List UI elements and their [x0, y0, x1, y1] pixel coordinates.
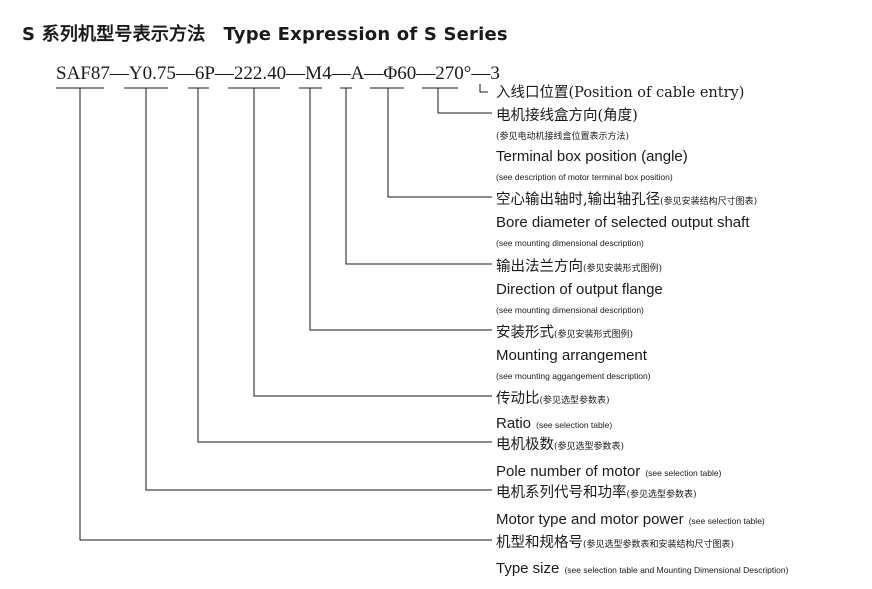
leader-bore — [387, 88, 492, 198]
label-ratio-note: (参见选型参数表) — [539, 396, 610, 406]
leader-flange — [345, 88, 492, 265]
label-motor-en-text: Motor type and motor power — [496, 511, 684, 528]
label-flange-zh-text: 输出法兰方向 — [496, 259, 583, 275]
label-cable-entry-text: 入线口位置(Position of cable entry) — [496, 85, 745, 101]
label-size-note: (参见选型参数表和安装结构尺寸图表) — [583, 540, 735, 550]
label-bore-en-note: (see mounting dimensional description) — [496, 238, 644, 248]
label-ratio-en: Ratio (see selection table) — [496, 413, 612, 432]
leader-mounting — [309, 88, 492, 331]
code-part-bore: Φ60 — [383, 63, 417, 84]
label-pole-en-note: (see selection table) — [645, 468, 722, 478]
code-separator: — — [331, 63, 351, 84]
label-flange-en: Direction of output flange — [496, 281, 663, 298]
code-part-mounting: M4 — [305, 63, 332, 84]
label-pole-note: (参见选型参数表) — [554, 442, 625, 452]
code-separator: — — [471, 63, 491, 84]
label-ratio-en-note: (see selection table) — [536, 420, 613, 430]
label-ratio-zh-text: 传动比 — [496, 391, 540, 407]
leader-ratio — [253, 88, 492, 397]
label-mounting-zh-text: 安装形式 — [496, 325, 554, 341]
label-terminal-box-zh: 电机接线盒方向(角度) — [496, 108, 638, 124]
label-motor-en-note: (see selection table) — [688, 516, 765, 526]
label-mounting-zh: 安装形式(参见安装形式图例) — [496, 321, 633, 342]
label-size-zh-text: 机型和规格号 — [496, 535, 583, 551]
label-size-en-note: (see selection table and Mounting Dimens… — [564, 565, 789, 575]
label-flange-zh: 输出法兰方向(参见安装形式图例) — [496, 255, 662, 276]
leader-motor — [145, 88, 492, 491]
label-terminal-box-note: (参见电动机接线盒位置表示方法) — [496, 132, 630, 142]
label-mounting-en-note: (see mounting aggangement description) — [496, 371, 651, 381]
code-part-ratio: 222.40 — [233, 63, 287, 84]
code-part-motor: Y0.75 — [128, 63, 176, 84]
label-flange-note: (参见安装形式图例) — [583, 264, 663, 274]
label-pole-en: Pole number of motor (see selection tabl… — [496, 461, 721, 480]
label-flange-en-note: (see mounting dimensional description) — [496, 305, 644, 315]
label-size-zh: 机型和规格号(参见选型参数表和安装结构尺寸图表) — [496, 531, 734, 552]
code-part-terminal-angle: 270° — [435, 63, 472, 84]
label-mounting-en: Mounting arrangement — [496, 347, 647, 364]
label-cable-entry: 入线口位置(Position of cable entry) — [496, 81, 744, 102]
code-separator: — — [364, 63, 384, 84]
label-pole-zh-text: 电机极数 — [496, 437, 554, 453]
leader-type-size — [79, 88, 492, 541]
code-part-poles: 6P — [194, 63, 215, 84]
label-motor-en: Motor type and motor power (see selectio… — [496, 509, 765, 528]
leader-terminal-angle — [437, 88, 492, 114]
title-english: Type Expression of S Series — [223, 24, 508, 45]
code-part-cable-entry: 3 — [490, 63, 500, 84]
diagram-title: S 系列机型号表示方法 Type Expression of S Series — [22, 20, 508, 46]
label-pole-en-text: Pole number of motor — [496, 463, 641, 480]
code-separator: — — [109, 63, 129, 84]
label-pole-zh: 电机极数(参见选型参数表) — [496, 433, 624, 454]
label-motor-zh: 电机系列代号和功率(参见选型参数表) — [496, 481, 697, 502]
label-mounting-note: (参见安装形式图例) — [554, 330, 634, 340]
label-ratio-en-text: Ratio — [496, 415, 532, 432]
label-bore-note: (参见安装结构尺寸图表) — [660, 197, 758, 207]
label-terminal-box-en-note: (see description of motor terminal box p… — [496, 172, 673, 182]
label-bore-en: Bore diameter of selected output shaft — [496, 214, 750, 231]
code-separator: — — [416, 63, 436, 84]
label-motor-note: (参见选型参数表) — [626, 490, 697, 500]
leader-poles — [197, 88, 492, 443]
label-size-en-text: Type size — [496, 560, 560, 577]
label-bore-zh: 空心输出轴时,输出轴孔径(参见安装结构尺寸图表) — [496, 188, 757, 209]
label-motor-zh-text: 电机系列代号和功率 — [496, 485, 627, 501]
label-size-en: Type size (see selection table and Mount… — [496, 558, 788, 577]
code-separator: — — [214, 63, 234, 84]
title-chinese: S 系列机型号表示方法 — [22, 24, 206, 45]
leader-cable-entry — [479, 84, 488, 93]
label-terminal-box-en: Terminal box position (angle) — [496, 148, 688, 165]
type-code: SAF87—Y0.75—6P—222.40—M4—A—Φ60—270°—3 — [56, 63, 500, 85]
label-bore-zh-text: 空心输出轴时,输出轴孔径 — [496, 192, 661, 208]
code-separator: — — [286, 63, 306, 84]
code-separator: — — [175, 63, 195, 84]
code-part-flange: A — [350, 63, 365, 84]
code-part-type-size: SAF87 — [56, 63, 110, 84]
label-ratio-zh: 传动比(参见选型参数表) — [496, 387, 610, 408]
